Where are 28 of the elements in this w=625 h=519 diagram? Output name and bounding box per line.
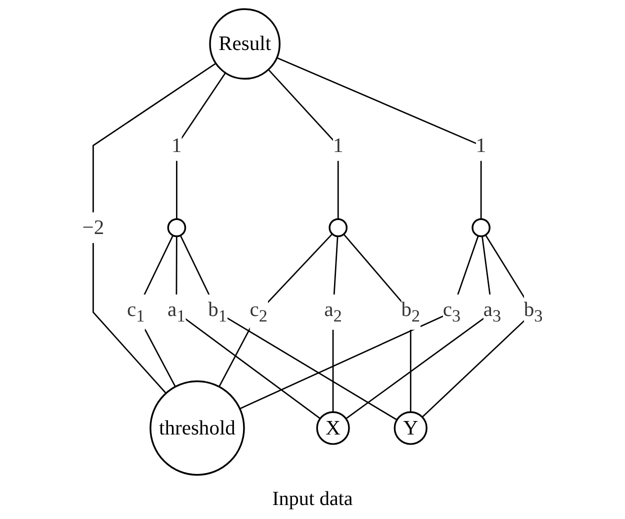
edge-label: b$_{3}$ <box>524 298 543 326</box>
edge-label: 1 <box>332 134 344 156</box>
connector <box>346 236 493 420</box>
edge-label: c$_{3}$ <box>442 298 461 326</box>
connector <box>276 57 482 220</box>
edge-label: b$_{2}$ <box>401 298 420 326</box>
edge-label: c$_{1}$ <box>127 298 145 326</box>
connector <box>176 236 321 420</box>
edge-label: a$_{3}$ <box>483 298 502 326</box>
edge-label: a$_{2}$ <box>324 298 342 326</box>
edge-label: 1 <box>172 134 182 156</box>
node-circle <box>328 218 348 238</box>
edge-label: c$_{2}$ <box>250 298 268 326</box>
node-circle: threshold <box>150 380 245 476</box>
node-circle: X <box>316 411 350 445</box>
connector <box>92 62 216 394</box>
connector <box>218 233 333 388</box>
caption-text: Input data <box>272 488 353 510</box>
edge-label: b$_{1}$ <box>208 298 227 326</box>
connector <box>240 236 479 410</box>
node-circle <box>472 218 490 238</box>
node-circle: Result <box>209 8 280 80</box>
connector <box>268 69 339 220</box>
edge-label: 1 <box>476 134 486 156</box>
node-circle: Y <box>394 411 428 445</box>
node-circle <box>167 218 186 238</box>
edge-label: −2 <box>82 216 104 239</box>
edge-label: a$_{1}$ <box>168 298 186 326</box>
